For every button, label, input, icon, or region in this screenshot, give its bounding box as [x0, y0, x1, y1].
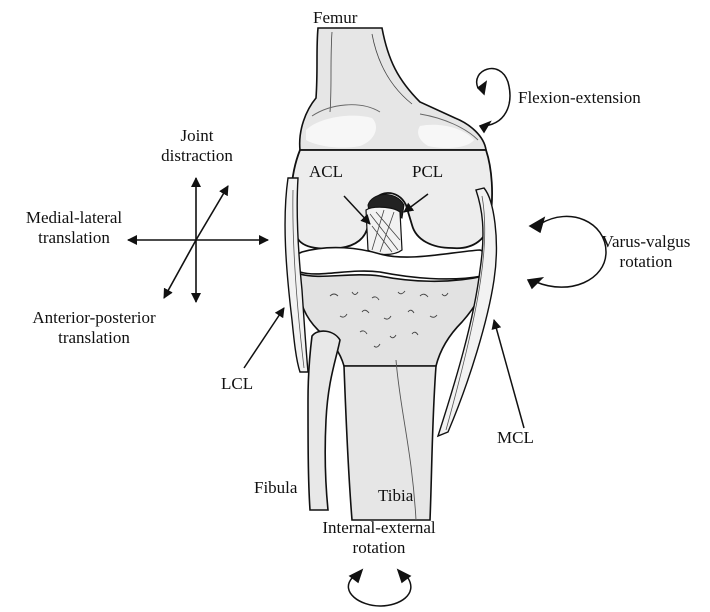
- anterior-posterior-label: Anterior-posterior translation: [4, 308, 184, 348]
- mcl-pointer: [494, 320, 524, 428]
- varus-valgus-line2: rotation: [586, 252, 706, 272]
- medial-lateral-label: Medial-lateral translation: [4, 208, 144, 248]
- internal-external-line2: rotation: [294, 538, 464, 558]
- lcl-pointer: [244, 308, 284, 368]
- translation-axes: [128, 178, 268, 302]
- medial-lateral-line1: Medial-lateral: [4, 208, 144, 228]
- fibula-bone: [308, 331, 340, 510]
- femur-label: Femur: [313, 8, 357, 28]
- internal-external-arrow: [348, 570, 410, 606]
- anterior-posterior-line2: translation: [4, 328, 184, 348]
- acl-label: ACL: [309, 162, 343, 182]
- internal-external-line1: Internal-external: [294, 518, 464, 538]
- tibia-label: Tibia: [378, 486, 413, 506]
- pcl-label: PCL: [412, 162, 443, 182]
- lcl-label: LCL: [221, 374, 253, 394]
- medial-lateral-line2: translation: [4, 228, 144, 248]
- varus-valgus-label: Varus-valgus rotation: [586, 232, 706, 272]
- flexion-extension-label: Flexion-extension: [518, 88, 641, 108]
- anterior-posterior-line1: Anterior-posterior: [4, 308, 184, 328]
- internal-external-label: Internal-external rotation: [294, 518, 464, 558]
- joint-distraction-line1: Joint: [142, 126, 252, 146]
- joint-distraction-label: Joint distraction: [142, 126, 252, 166]
- mcl-label: MCL: [497, 428, 534, 448]
- fibula-label: Fibula: [254, 478, 297, 498]
- flexion-extension-arrow: [477, 69, 510, 132]
- joint-distraction-line2: distraction: [142, 146, 252, 166]
- acl-ligament: [366, 207, 402, 254]
- varus-valgus-line1: Varus-valgus: [586, 232, 706, 252]
